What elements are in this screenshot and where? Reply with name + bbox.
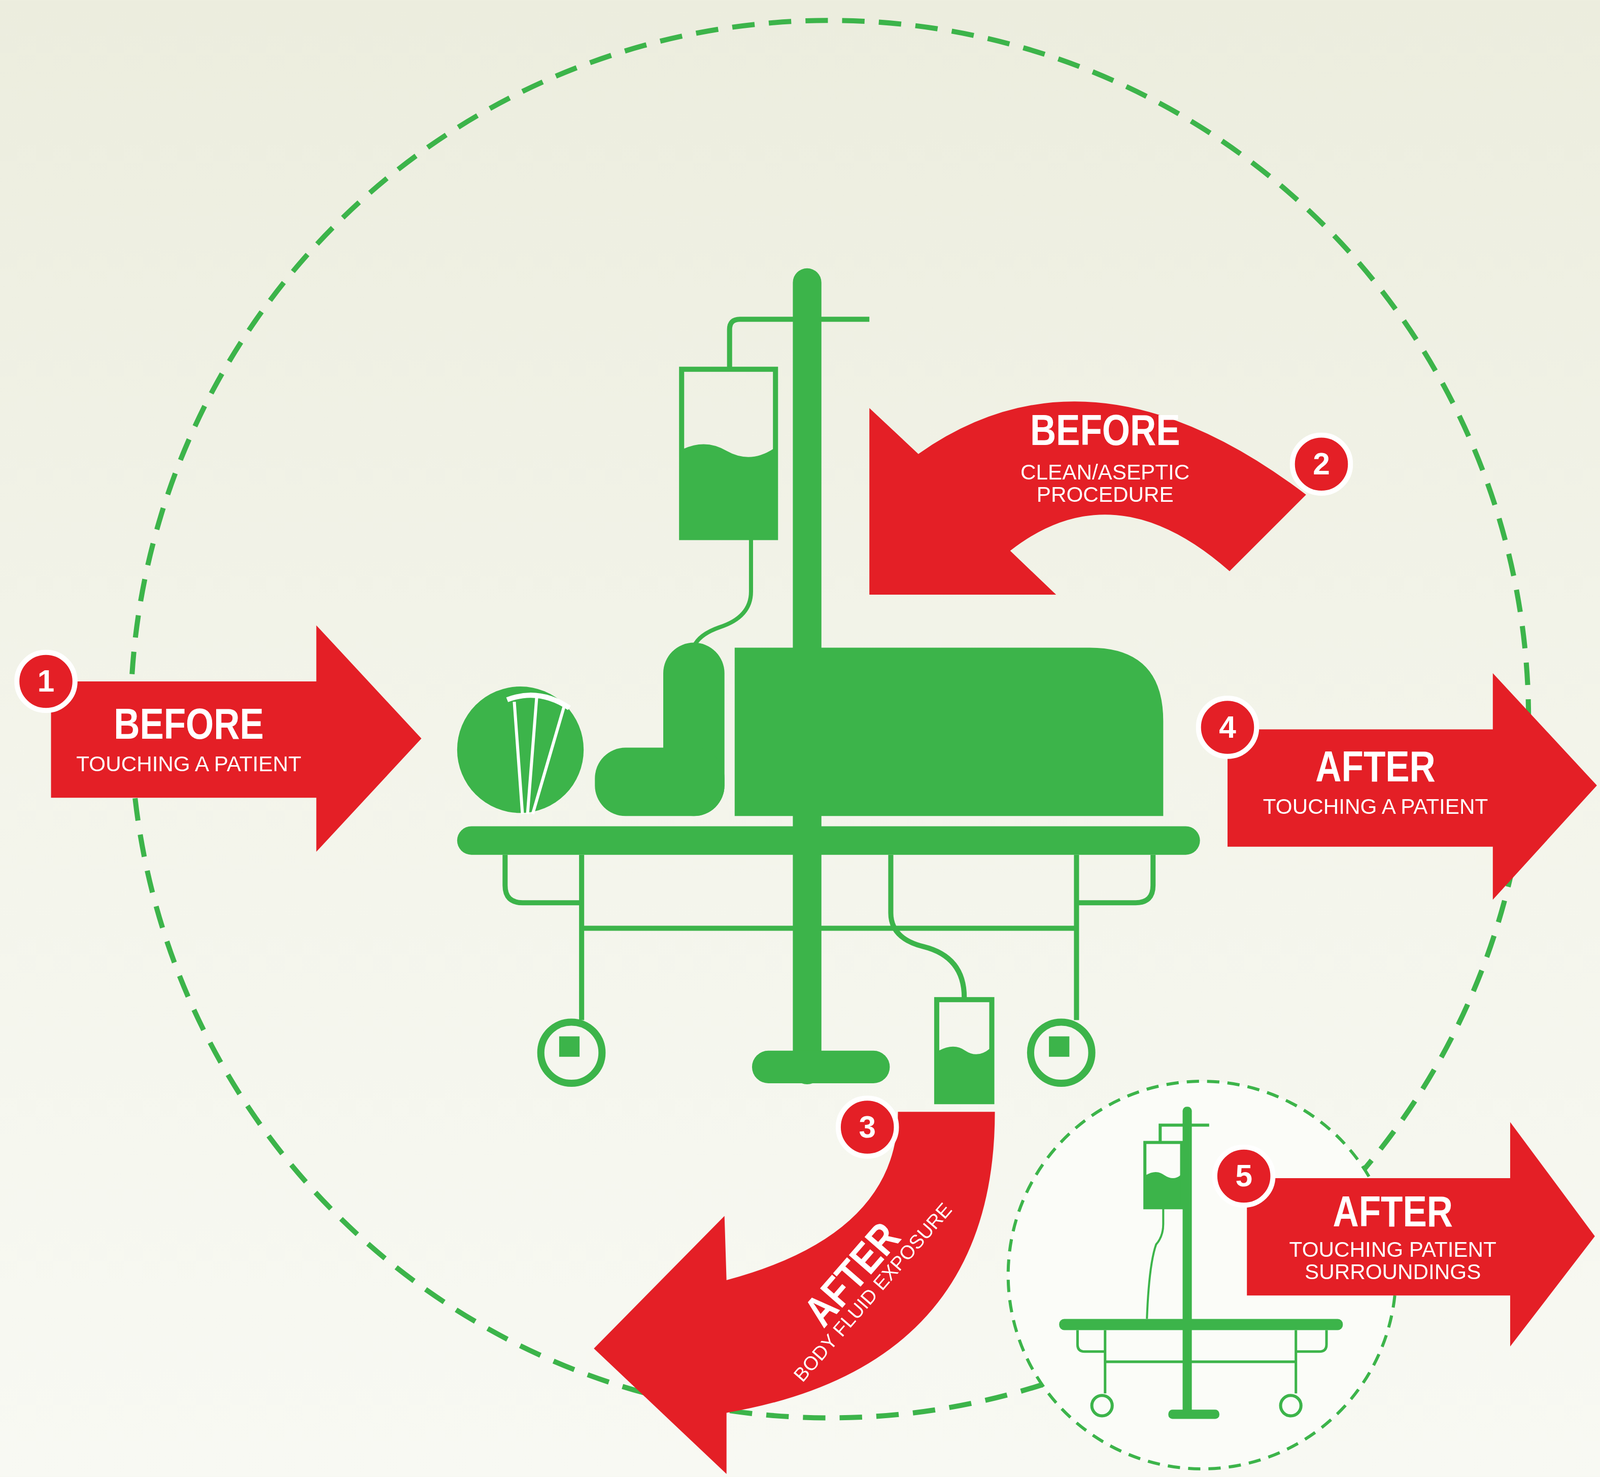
- moment-description: CLEAN/ASEPTIC PROCEDURE: [1000, 461, 1210, 507]
- callout-number: 3: [840, 1100, 895, 1154]
- arrow-fill: [51, 625, 422, 852]
- moment-heading: AFTER: [1333, 1190, 1453, 1234]
- callout-number: 4: [1201, 700, 1255, 755]
- callout-number: 5: [1217, 1149, 1271, 1204]
- number-badge: 5: [1212, 1144, 1276, 1209]
- moment-arrow: AFTERTOUCHING PATIENT SURROUNDINGS5: [1246, 1121, 1596, 1347]
- moment-arrow: AFTERBODY FLUID EXPOSURE3: [591, 1106, 1000, 1477]
- arrow-fill: [1227, 673, 1597, 900]
- number-badge: 2: [1289, 432, 1354, 496]
- moment-arrow: BEFORETOUCHING A PATIENT1: [51, 625, 424, 853]
- moment-description: TOUCHING PATIENT SURROUNDINGS: [1267, 1238, 1518, 1284]
- moment-heading: BEFORE: [113, 702, 264, 746]
- moment-description: TOUCHING A PATIENT: [76, 753, 301, 776]
- arrow-fill: [869, 401, 1307, 595]
- arrow-fill: [593, 1111, 995, 1475]
- patient-figure: [457, 642, 1164, 817]
- moment-heading: BEFORE: [1030, 409, 1181, 452]
- moment-arrow: AFTERTOUCHING A PATIENT4: [1227, 673, 1597, 900]
- number-badge: 4: [1196, 695, 1260, 760]
- bed: [457, 826, 1201, 1102]
- arrow-shape: [1246, 1121, 1596, 1347]
- moment-description: TOUCHING A PATIENT: [1263, 795, 1488, 819]
- number-badge: 1: [14, 650, 78, 714]
- moment-arrow: BEFORE CLEAN/ASEPTIC PROCEDURE 2: [869, 367, 1359, 602]
- callout-number: 1: [19, 655, 73, 709]
- arrow-fill: [1246, 1121, 1595, 1347]
- arrow-shape: [591, 1106, 1000, 1477]
- callout-number: 2: [1295, 437, 1349, 491]
- moment-heading: AFTER: [1315, 745, 1436, 789]
- number-badge: 3: [835, 1095, 900, 1160]
